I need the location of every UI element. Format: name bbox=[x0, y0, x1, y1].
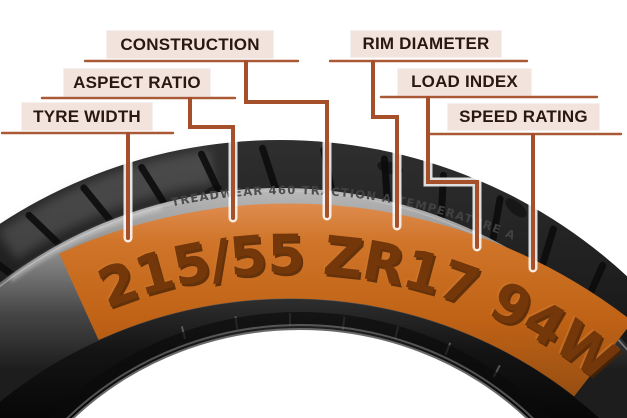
marking-band bbox=[59, 203, 627, 397]
bead-highlight bbox=[66, 324, 534, 418]
connector-load-index bbox=[426, 96, 479, 249]
callout-aspect-ratio bbox=[40, 96, 237, 220]
label-construction: CONSTRUCTION bbox=[107, 31, 273, 58]
tread-highlight bbox=[0, 149, 215, 260]
connector-aspect-ratio bbox=[188, 97, 235, 220]
callout-load-index bbox=[379, 95, 599, 249]
callout-construction bbox=[83, 59, 329, 218]
label-rim-diameter: RIM DIAMETER bbox=[351, 31, 501, 57]
wheel-hole bbox=[71, 328, 529, 418]
shoulder-ring bbox=[0, 190, 627, 351]
tire: TREADWEAR 460 TRACTION A TEMPERATURE A 2… bbox=[0, 140, 627, 418]
callout-tyre-width bbox=[0, 131, 175, 240]
label-load-index: LOAD INDEX bbox=[398, 69, 531, 95]
callout-speed-rating bbox=[428, 132, 623, 270]
callout-connectors bbox=[0, 57, 623, 273]
label-aspect-ratio: ASPECT RATIO bbox=[64, 69, 210, 96]
bead-shadow bbox=[49, 312, 551, 418]
label-speed-rating: SPEED RATING bbox=[448, 104, 599, 130]
label-tyre-width: TYRE WIDTH bbox=[22, 103, 152, 130]
sidewall-highlight bbox=[9, 205, 163, 282]
callout-rim-diameter bbox=[328, 59, 529, 228]
connector-rim-diameter bbox=[371, 60, 399, 228]
connector-construction bbox=[244, 60, 329, 218]
